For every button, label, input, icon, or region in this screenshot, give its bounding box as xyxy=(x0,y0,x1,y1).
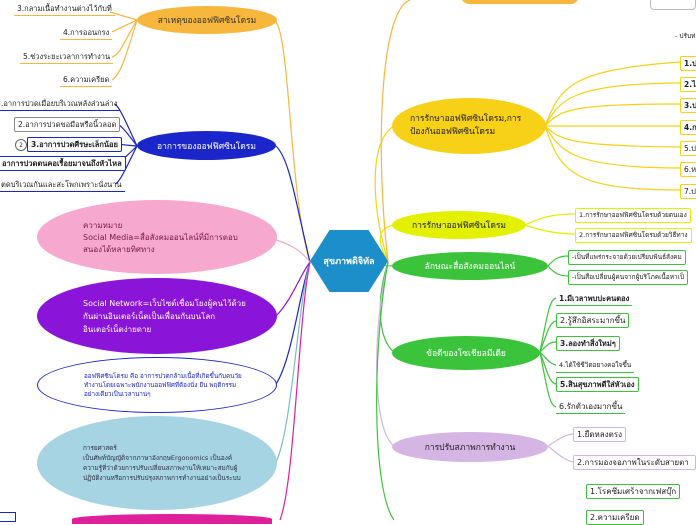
symptom-item[interactable]: อาการปวดตนคอเรื้อยมาจนถึงหัวไหล xyxy=(0,156,126,171)
cause-item[interactable]: 3.กลามเนื้อทำงานต่างไว้กับที่ xyxy=(14,2,115,16)
cause-item[interactable]: 5.ช่วงระยะเวลาการทำงาน xyxy=(20,50,114,64)
treatment-item[interactable]: 4.ก xyxy=(680,120,696,135)
symptom-item[interactable]: .อาการปวดเมื่อยบริเวณหลังส่วนล่าง xyxy=(0,97,121,111)
top-right-fragment-box xyxy=(650,0,696,10)
social-network-node[interactable]: Social Network=เว็บไซต์เชื่อมโยงผู้คนไว้… xyxy=(37,278,277,354)
symptom-item[interactable]: 3.อาการปวดศีรษะเล็กน้อย xyxy=(27,137,122,152)
workplace-node[interactable]: การปรับสภาพการทำงาน xyxy=(392,432,548,462)
benefit-item[interactable]: 2.รู้สึกอิสระมากขึ้น xyxy=(556,313,630,328)
bottom-item[interactable]: 2.ความเครียด xyxy=(586,510,644,525)
care-node[interactable]: การรักษาออฟฟิศซินโดรม xyxy=(392,211,526,239)
care-item[interactable]: 2.การรักษาออฟฟิศซินโดรมด้วยวิธีทาง xyxy=(575,228,692,243)
social-media-node[interactable]: ลักษณะสื่อสังคมออนไลน์ xyxy=(392,252,548,280)
causes-title: สาเหตุของออฟฟิศซินโดรม xyxy=(157,16,257,26)
treatment-item[interactable]: 6.ห xyxy=(680,162,696,177)
symptoms-node[interactable]: อาการของออฟฟิศซินโดรม xyxy=(137,131,276,160)
benefit-item[interactable]: 3.ลองทำสิ่งใหม่ๆ xyxy=(556,336,620,351)
treatment-item[interactable]: 2.ไ xyxy=(680,77,696,92)
symptom-item[interactable]: 2.อาการปวดขอมือหรือนิ้วลอด xyxy=(14,117,121,132)
social-network-text: Social Network=เว็บไซต์เชื่อมโยงผู้คนไว้… xyxy=(83,298,246,334)
top-orange-fragment[interactable] xyxy=(460,0,580,4)
treatment-prevention-title: การรักษาออฟฟิศซินโดรม,การป้องกันออฟฟิศซิ… xyxy=(410,114,522,137)
top-right-fragment-text: - ปรับท่ xyxy=(675,32,696,40)
meaning-text: Social Media=สื่อสังคมออนไลน์ที่มีการตอบ… xyxy=(83,232,238,254)
meaning-node[interactable]: ความหมาย Social Media=สื่อสังคมออนไลน์ที… xyxy=(37,200,277,274)
bottom-pink-fragment[interactable] xyxy=(72,514,272,524)
treatment-item[interactable]: 7.ป xyxy=(680,184,696,199)
office-syndrome-node[interactable]: ออฟฟิศซินโดรม คือ อาการปวดกล้ามเนื้อที่เ… xyxy=(37,357,277,413)
benefit-item[interactable]: 5.สินสุขภาพดีใส่หัวเอง xyxy=(556,377,639,392)
workplace-title: การปรับสภาพการทำงาน xyxy=(424,443,516,453)
central-topic-label: สุขภาพดิจิทัล xyxy=(323,257,375,267)
notes-badge: 2 xyxy=(15,139,27,151)
symptoms-title: อาการของออฟฟิศซินโดรม xyxy=(157,141,256,152)
cause-item[interactable]: 6.ความเครียด xyxy=(60,73,113,87)
benefits-title: ข้อดีของโซเชียลมีเดีย xyxy=(426,349,506,359)
benefit-item[interactable]: 1.มีเวลาพบปะคนตอง xyxy=(556,292,633,306)
meaning-label: ความหมาย xyxy=(83,220,123,230)
social-media-item[interactable]: -เป็นที่แพร่กระจายด้วยเปรียบฟันธ์สังคม xyxy=(568,250,686,265)
cause-item[interactable]: 4.การออนกรง xyxy=(60,26,113,40)
symptom-item[interactable]: ตดบริเวณกันและสะโพกเพราะนั่งนาน xyxy=(0,178,125,192)
treatment-item[interactable]: 3.ป xyxy=(680,98,696,113)
social-media-title: ลักษณะสื่อสังคมออนไลน์ xyxy=(424,262,516,272)
bottom-item[interactable]: 1.โรคซึมเศร้าจากเฟสบุ๊ก xyxy=(586,484,681,499)
treatment-item[interactable]: 1.ป xyxy=(680,56,696,71)
treatment-item[interactable]: 5.ป xyxy=(680,141,696,156)
bottom-left-fragment-box xyxy=(0,512,16,522)
benefit-item[interactable]: 6.รักตัวเองมากขึ้น xyxy=(556,400,626,414)
ergonomics-label: การยศาสตร์ xyxy=(83,444,117,452)
benefit-item[interactable]: 4.ได้ใช้ชีวิตอยางคอใจขึ้น xyxy=(556,359,635,373)
causes-node[interactable]: สาเหตุของออฟฟิศซินโดรม xyxy=(137,6,277,34)
workplace-item[interactable]: 1.ยืดหลงตรง xyxy=(573,427,626,442)
care-title: การรักษาออฟฟิศซินโดรม xyxy=(411,221,507,231)
office-syndrome-text: ออฟฟิศซินโดรม คือ อาการปวดกล้ามเนื้อที่เ… xyxy=(84,372,242,398)
treatment-prevention-node[interactable]: การรักษาออฟฟิศซินโดรม,การป้องกันออฟฟิศซิ… xyxy=(392,98,546,154)
social-media-item[interactable]: -เป็นสื่อเปลี่ยนผู้คนจากผู้บริโภคเนื้อหา… xyxy=(568,270,688,285)
ergonomics-text: เป็นศัพท์บัญญัติจากภาษาอังกฤษErgonomics … xyxy=(83,454,241,482)
ergonomics-node[interactable]: การยศาสตร์ เป็นศัพท์บัญญัติจากภาษาอังกฤษ… xyxy=(37,416,277,510)
benefits-node[interactable]: ข้อดีของโซเชียลมีเดีย xyxy=(392,336,540,370)
workplace-item[interactable]: 2.การมองจอภาพในระดับสายตา xyxy=(573,455,696,470)
care-item[interactable]: 1.การรักษาออฟฟิศซินโดรมด้วยตนเอง xyxy=(575,208,691,223)
